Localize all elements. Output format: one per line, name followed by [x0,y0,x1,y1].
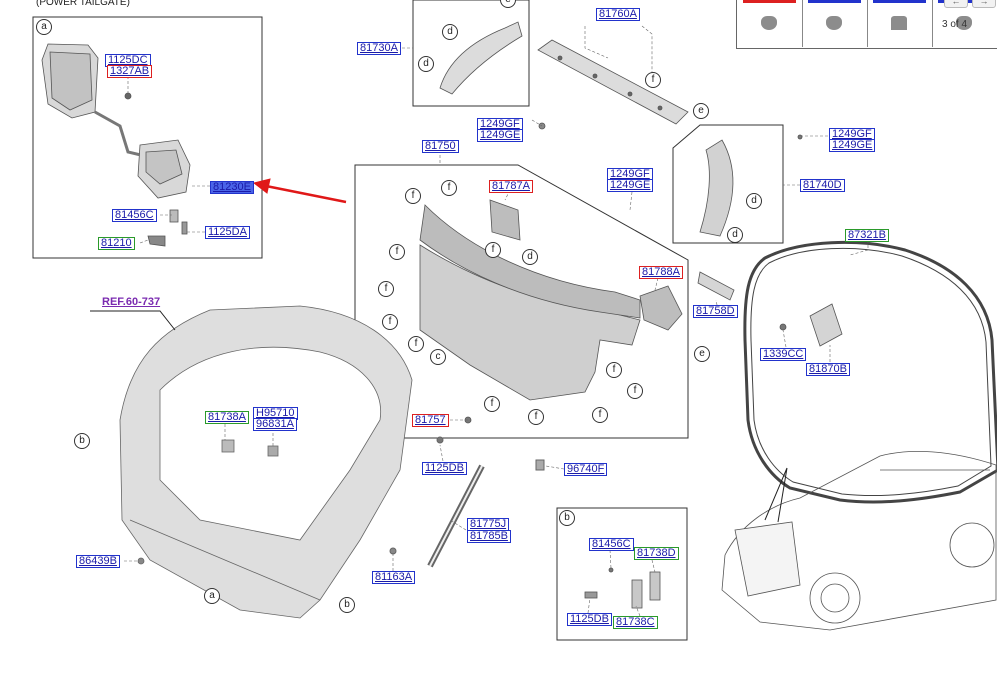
part-label-81210[interactable]: 81210 [98,237,135,250]
part-label-81758d[interactable]: 81758D [693,305,738,318]
callout-f: f [606,362,622,378]
part-label-1327ab[interactable]: 1327AB [107,65,153,78]
weatherstrip-drawing [743,240,997,504]
callout-d: d [442,24,458,40]
garnish-drawing [439,21,689,130]
part-label-87321b[interactable]: 87321B [845,229,889,242]
part-label-1125da[interactable]: 1125DA [205,226,250,239]
part-label-1249gf-2[interactable]: 1249GF [607,168,653,181]
part-label-81738a[interactable]: 81738A [205,411,249,424]
part-label-86439b[interactable]: 86439B [76,555,120,568]
callout-f: f [528,409,544,425]
callout-d: d [727,227,743,243]
callout-e: e [694,346,710,362]
part-label-ref-60-737[interactable]: REF.60-737 [99,296,164,309]
callout-b: b [339,597,355,613]
part-label-81456c-b[interactable]: 81456C [589,538,634,551]
part-label-81456c-a[interactable]: 81456C [112,209,157,222]
callout-b-inset: b [559,510,575,526]
page-title: (POWER TAILGATE) [36,0,130,8]
callout-c: c [430,349,446,365]
callout-f: f [389,244,405,260]
callout-f: f [382,314,398,330]
part-label-81738c[interactable]: 81738C [613,616,658,629]
clip-icon [956,16,972,30]
part-label-81788a[interactable]: 81788A [639,266,683,279]
callout-d: d [522,249,538,265]
callout-f: f [405,188,421,204]
trim-panel-drawing [419,199,735,424]
callout-f: f [441,180,457,196]
part-label-81787a[interactable]: 81787A [489,180,533,193]
part-label-81163a[interactable]: 81163A [372,571,416,584]
callout-f: f [485,242,501,258]
callout-f: f [645,72,661,88]
part-label-81738d[interactable]: 81738D [634,547,679,560]
next-thumbnail-button[interactable]: → [972,0,996,8]
part-label-81870b[interactable]: 81870B [806,363,850,376]
part-label-1249ge-1[interactable]: 1249GE [477,129,524,142]
page-indicator: 3 of 4 [942,19,968,30]
pointer-arrow [252,178,347,204]
part-label-81230e[interactable]: 81230E [210,181,254,194]
vehicle-drawing [721,450,997,631]
part-label-1249ge-2[interactable]: 1249GE [607,179,654,192]
callout-f: f [627,383,643,399]
side-trim-drawing [699,134,803,237]
bracket-drawing [779,303,843,347]
callout-b: b [74,433,90,449]
part-label-81750[interactable]: 81750 [422,140,459,153]
prev-thumbnail-button[interactable]: ← [944,0,968,8]
thumbnail-item[interactable] [737,0,803,47]
inset-b-drawing [584,567,661,609]
part-label-81757[interactable]: 81757 [412,414,449,427]
thumbnail-item[interactable] [802,0,868,47]
frame-garnish [412,0,530,107]
gas-strut-drawing [389,436,545,568]
grommet-icon [826,16,842,30]
part-label-1249ge-3[interactable]: 1249GE [829,139,876,152]
callout-f: f [408,336,424,352]
part-label-81740d[interactable]: 81740D [800,179,845,192]
part-label-81785b[interactable]: 81785B [467,530,511,543]
clip-icon [761,16,777,30]
part-label-81730a[interactable]: 81730A [357,42,401,55]
part-label-96740f[interactable]: 96740F [564,463,608,476]
part-label-96831a[interactable]: 96831A [253,418,297,431]
tailgate-drawing [119,305,413,619]
callout-f: f [378,281,394,297]
inset-frame-a [32,16,263,259]
fastener-icon [891,16,907,30]
callout-f: f [484,396,500,412]
part-label-81760a[interactable]: 81760A [596,8,640,21]
part-label-1125db-1[interactable]: 1125DB [422,462,467,475]
callout-d: d [746,193,762,209]
part-label-1339cc[interactable]: 1339CC [760,348,807,361]
callout-f: f [592,407,608,423]
part-label-1125db-2[interactable]: 1125DB [567,613,612,626]
callout-e: e [693,103,709,119]
power-actuator-drawing [41,43,191,247]
inset-frame-b [556,507,688,641]
callout-a: a [204,588,220,604]
frame-side-trim [672,124,784,244]
callout-a-inset: a [36,19,52,35]
thumbnail-item[interactable] [867,0,933,47]
callout-d: d [418,56,434,72]
